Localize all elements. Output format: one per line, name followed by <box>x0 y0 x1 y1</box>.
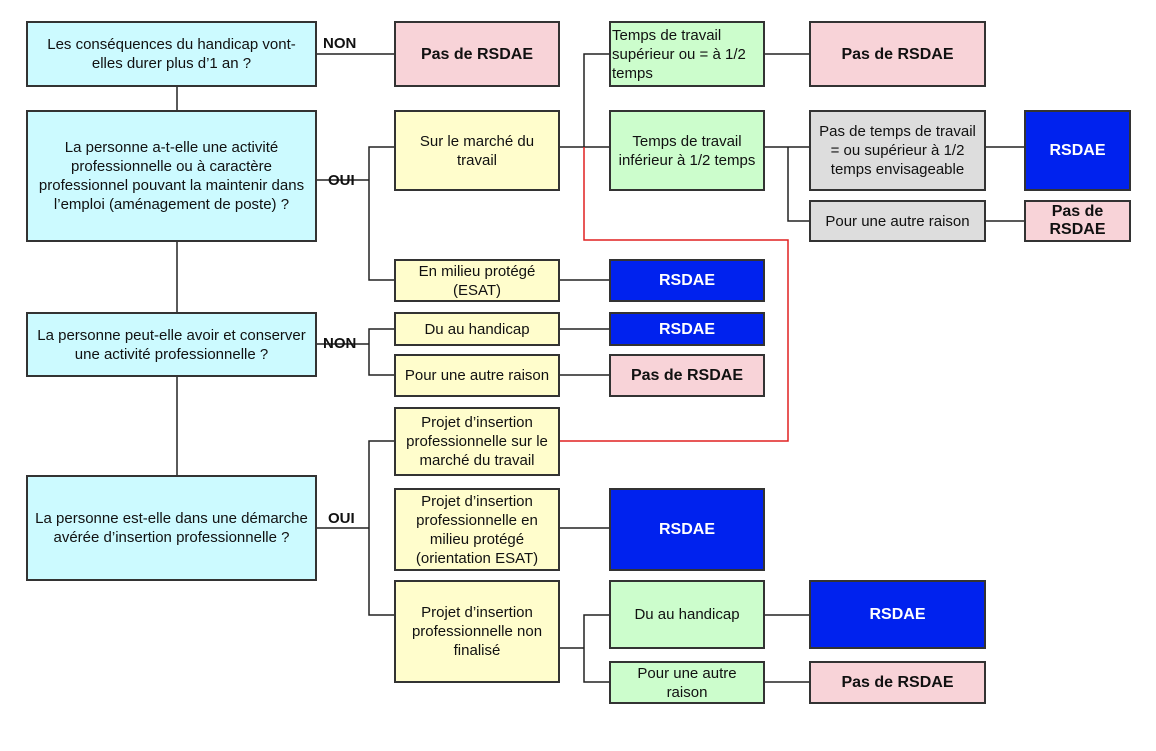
question-4: La personne est-elle dans une démarche a… <box>26 475 317 581</box>
outcome-pas-rsdae: Pas de RSDAE <box>394 21 560 87</box>
red-link-line <box>558 147 789 442</box>
outcome-rsdae: RSDAE <box>609 488 765 571</box>
answer-label-oui: OUI <box>328 510 355 527</box>
branch-autre-raison: Pour une autre raison <box>809 200 986 242</box>
branch-autre-raison: Pour une autre raison <box>394 354 560 397</box>
question-3: La personne peut-elle avoir et conserver… <box>26 312 317 377</box>
outcome-rsdae: RSDAE <box>1024 110 1131 191</box>
connector <box>368 146 395 281</box>
outcome-rsdae: RSDAE <box>609 259 765 302</box>
outcome-pas-rsdae: Pas de RSDAE <box>609 354 765 397</box>
branch-marche-travail: Sur le marché du travail <box>394 110 560 191</box>
answer-label-non: NON <box>323 335 357 352</box>
branch-temps-superieur: Temps de travail supérieur ou = à 1/2 te… <box>609 21 765 87</box>
branch-du-au-handicap: Du au handicap <box>394 312 560 346</box>
branch-pas-de-temps: Pas de temps de travail = ou supérieur à… <box>809 110 986 191</box>
outcome-pas-rsdae: Pas de RSDAE <box>809 661 986 704</box>
branch-temps-inferieur: Temps de travail inférieur à 1/2 temps <box>609 110 765 191</box>
connector <box>583 53 610 147</box>
question-1: Les conséquences du handicap vont-elles … <box>26 21 317 87</box>
branch-du-au-handicap: Du au handicap <box>609 580 765 649</box>
branch-projet-non-finalise: Projet d’insertion professionnelle non f… <box>394 580 560 683</box>
branch-projet-esat: Projet d’insertion professionnelle en mi… <box>394 488 560 571</box>
connector <box>368 440 395 616</box>
connector <box>583 614 610 683</box>
connector <box>368 328 395 376</box>
connector <box>787 147 810 222</box>
outcome-pas-rsdae: Pas de RSDAE <box>809 21 986 87</box>
outcome-rsdae: RSDAE <box>809 580 986 649</box>
branch-projet-marche: Projet d’insertion professionnelle sur l… <box>394 407 560 476</box>
branch-autre-raison: Pour une autre raison <box>609 661 765 704</box>
answer-label-oui: OUI <box>328 172 355 189</box>
answer-label-non: NON <box>323 35 357 52</box>
outcome-rsdae: RSDAE <box>609 312 765 346</box>
outcome-pas-rsdae: Pas de RSDAE <box>1024 200 1131 242</box>
question-2: La personne a-t-elle une activité profes… <box>26 110 317 242</box>
branch-milieu-protege: En milieu protégé (ESAT) <box>394 259 560 302</box>
